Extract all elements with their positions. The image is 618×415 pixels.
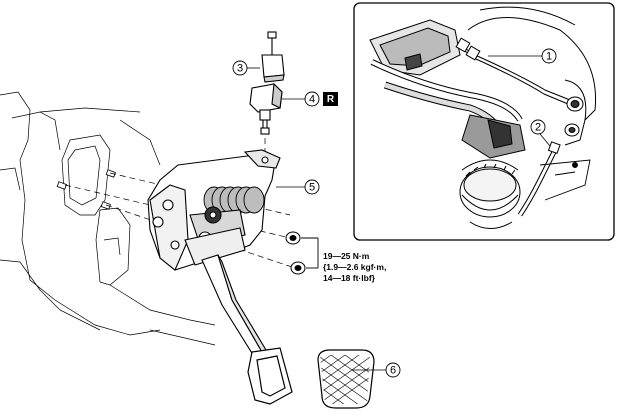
torque-spec-line-2: {1.9—2.6 kgf·m, [323, 262, 386, 272]
callout-4-label: 4 [309, 94, 315, 106]
callout-2-label: 2 [535, 122, 541, 134]
dash-panel-outline [0, 91, 216, 346]
torque-spec-line-1: 19—25 N·m [323, 251, 370, 261]
replace-badge-label: R [327, 94, 335, 105]
replace-badge: R [323, 92, 338, 106]
inset-detail-view: 1 2 [353, 2, 615, 241]
callout-3: 3 [232, 60, 248, 76]
torque-spec-line-3: 14—18 ft·lbf} [323, 273, 376, 283]
clutch-switch [249, 82, 283, 135]
inset-master-cylinder [369, 6, 597, 159]
torque-spec: 19—25 N·m {1.9—2.6 kgf·m, 14—18 ft·lbf} [323, 251, 386, 283]
callout-6-label: 6 [390, 365, 396, 377]
leader-lines [247, 67, 386, 371]
inset-clutch-pipe [455, 37, 571, 105]
inset-leader-lines [488, 55, 551, 147]
pedal-bracket-assembly [147, 149, 281, 271]
pedal-pad [247, 347, 293, 405]
panel-studs [56, 169, 116, 210]
inset-bulkhead-fittings [564, 79, 587, 146]
torque-bracket [301, 237, 319, 269]
mounting-nut-lower [290, 261, 306, 275]
pedal-pad-cover [317, 349, 375, 409]
callout-3-label: 3 [237, 63, 243, 75]
callout-5-label: 5 [309, 182, 315, 194]
pedal-arm [201, 254, 267, 359]
clutch-switch-connector [261, 31, 285, 83]
callout-5: 5 [304, 179, 320, 195]
callout-4: 4 [304, 91, 320, 107]
callout-1-label: 1 [546, 51, 552, 63]
inset-fluid-reservoir [459, 159, 521, 229]
callout-6: 6 [385, 362, 401, 378]
assist-springs [203, 186, 265, 214]
inset-mount-bracket [539, 159, 591, 201]
inset-clutch-hose [517, 141, 561, 217]
mounting-nut-upper [285, 231, 301, 245]
callout-2: 2 [530, 119, 546, 135]
callout-1: 1 [541, 48, 557, 64]
